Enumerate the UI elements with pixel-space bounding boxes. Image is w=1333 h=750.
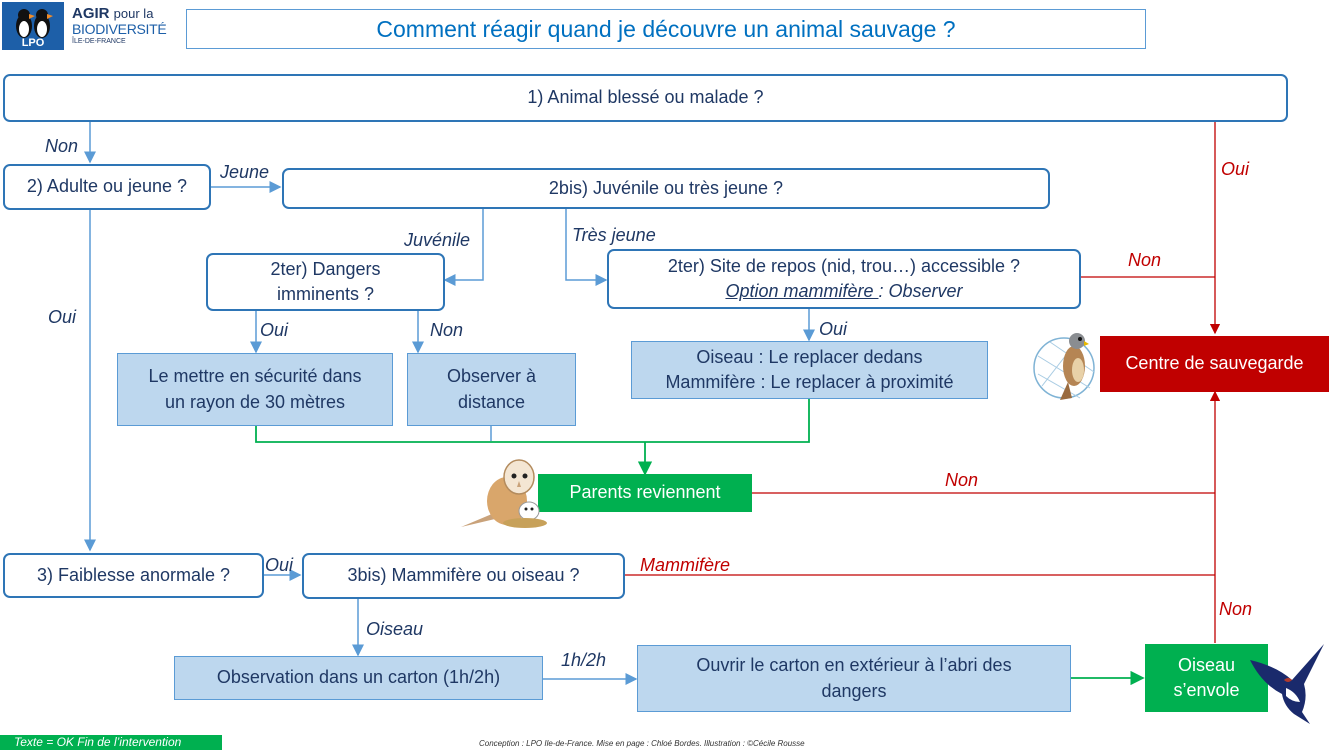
logo-agir: AGIR — [72, 5, 110, 22]
logo-pour-la: pour la — [113, 6, 154, 21]
label-oui-site: Oui — [819, 319, 848, 339]
node-q2ter-dangers-line1: 2ter) Dangers — [270, 258, 381, 279]
node-q3-weakness: 3) Faiblesse anormale ? — [3, 553, 264, 598]
node-q2ter-site-observe: : Observer — [878, 281, 963, 301]
node-q1-injured: 1) Animal blessé ou malade ? — [3, 74, 1288, 122]
node-box-observation-text: Observation dans un carton (1h/2h) — [216, 667, 501, 688]
label-oui-danger: Oui — [260, 320, 289, 340]
barn-owl-illustration-icon — [461, 459, 547, 528]
node-q2bis-juvenile: 2bis) Juvénile ou très jeune ? — [282, 168, 1050, 209]
legend-ok-box: Texte = OK Fin de l’intervention — [0, 735, 222, 750]
node-q2ter-site-line1: 2ter) Site de repos (nid, trou…) accessi… — [667, 255, 1021, 276]
label-juvenile: Juvénile — [404, 230, 471, 250]
label-mammifere: Mammifère — [640, 555, 731, 575]
label-non-envole: Non — [1219, 599, 1253, 619]
node-flies-line2: s’envole — [1173, 680, 1240, 700]
label-oui-q2: Oui — [48, 307, 77, 327]
node-q1-text: 1) Animal blessé ou malade ? — [527, 87, 764, 108]
logo-biodiversite: BIODIVERSITÉ — [72, 21, 167, 37]
node-observe-line1: Observer à — [446, 366, 537, 387]
node-q3bis-mammal-or-bird: 3bis) Mammifère ou oiseau ? — [302, 553, 625, 599]
node-open-box-line2: dangers — [821, 680, 887, 701]
node-open-box: Ouvrir le carton en extérieur à l’abri d… — [637, 645, 1071, 712]
node-q2ter-site: 2ter) Site de repos (nid, trou…) accessi… — [607, 249, 1081, 309]
node-parents-return: Parents reviennent — [538, 474, 752, 512]
puffin-logo-icon — [16, 9, 53, 38]
node-put-back: Oiseau : Le replacer dedans Mammifère : … — [631, 341, 988, 399]
page-title-text: Comment réagir quand je découvre un anim… — [376, 15, 956, 42]
lpo-logo: LPO — [2, 2, 64, 50]
logo-region: ÎLE-DE-FRANCE — [72, 38, 126, 45]
node-q2ter-site-option: Option mammifère — [725, 281, 879, 301]
node-q2-text: 2) Adulte ou jeune ? — [26, 176, 188, 197]
node-flies-line1: Oiseau — [1177, 654, 1236, 675]
swallow-illustration-icon — [1250, 644, 1324, 724]
node-bird-flies-away: Oiseau s’envole — [1145, 644, 1268, 712]
node-observe-distance: Observer à distance — [407, 353, 576, 426]
node-q2-adult-or-young: 2) Adulte ou jeune ? — [3, 164, 211, 210]
node-q2bis-text: 2bis) Juvénile ou très jeune ? — [548, 177, 784, 198]
label-non-site: Non — [1128, 250, 1162, 270]
node-q2ter-dangers: 2ter) Dangers imminents ? — [206, 253, 445, 311]
legend-ok-text: Texte = OK Fin de l’intervention — [14, 735, 182, 749]
label-oui-q3: Oui — [265, 555, 294, 575]
label-non-q1: Non — [45, 136, 79, 156]
label-oiseau: Oiseau — [366, 619, 424, 639]
node-open-box-line1: Ouvrir le carton en extérieur à l’abri d… — [696, 655, 1012, 676]
node-box-observation: Observation dans un carton (1h/2h) — [174, 656, 543, 700]
label-1h-2h: 1h/2h — [561, 650, 607, 670]
node-observe-line2: distance — [457, 391, 526, 412]
logo-badge-text: LPO — [21, 37, 45, 49]
node-secure-animal: Le mettre en sécurité dans un rayon de 3… — [117, 353, 393, 426]
kestrel-illustration-icon — [1033, 333, 1095, 400]
label-non-danger: Non — [430, 320, 464, 340]
node-secure-line2: un rayon de 30 mètres — [164, 391, 346, 412]
node-rescue-centre-text: Centre de sauvegarde — [1125, 353, 1304, 374]
label-non-parents: Non — [945, 470, 979, 490]
node-secure-line1: Le mettre en sécurité dans — [148, 366, 362, 387]
node-put-back-line2: Mammifère : Le replacer à proximité — [665, 372, 954, 392]
label-tres-jeune: Très jeune — [572, 225, 656, 245]
credits: Conception : LPO Ile-de-France. Mise en … — [479, 739, 805, 748]
node-rescue-centre: Centre de sauvegarde — [1100, 336, 1329, 392]
node-put-back-line1: Oiseau : Le replacer dedans — [696, 346, 923, 367]
label-jeune: Jeune — [220, 162, 270, 182]
node-q3-text: 3) Faiblesse anormale ? — [36, 564, 231, 585]
node-q2ter-dangers-line2: imminents ? — [276, 284, 375, 304]
node-parents-text: Parents reviennent — [569, 482, 721, 503]
node-q3bis-text: 3bis) Mammifère ou oiseau ? — [347, 565, 580, 586]
page-title: Comment réagir quand je découvre un anim… — [186, 9, 1146, 49]
label-oui-injured: Oui — [1221, 159, 1250, 179]
logo-wordmark: AGIR pour la BIODIVERSITÉ ÎLE-DE-FRANCE — [72, 6, 182, 46]
